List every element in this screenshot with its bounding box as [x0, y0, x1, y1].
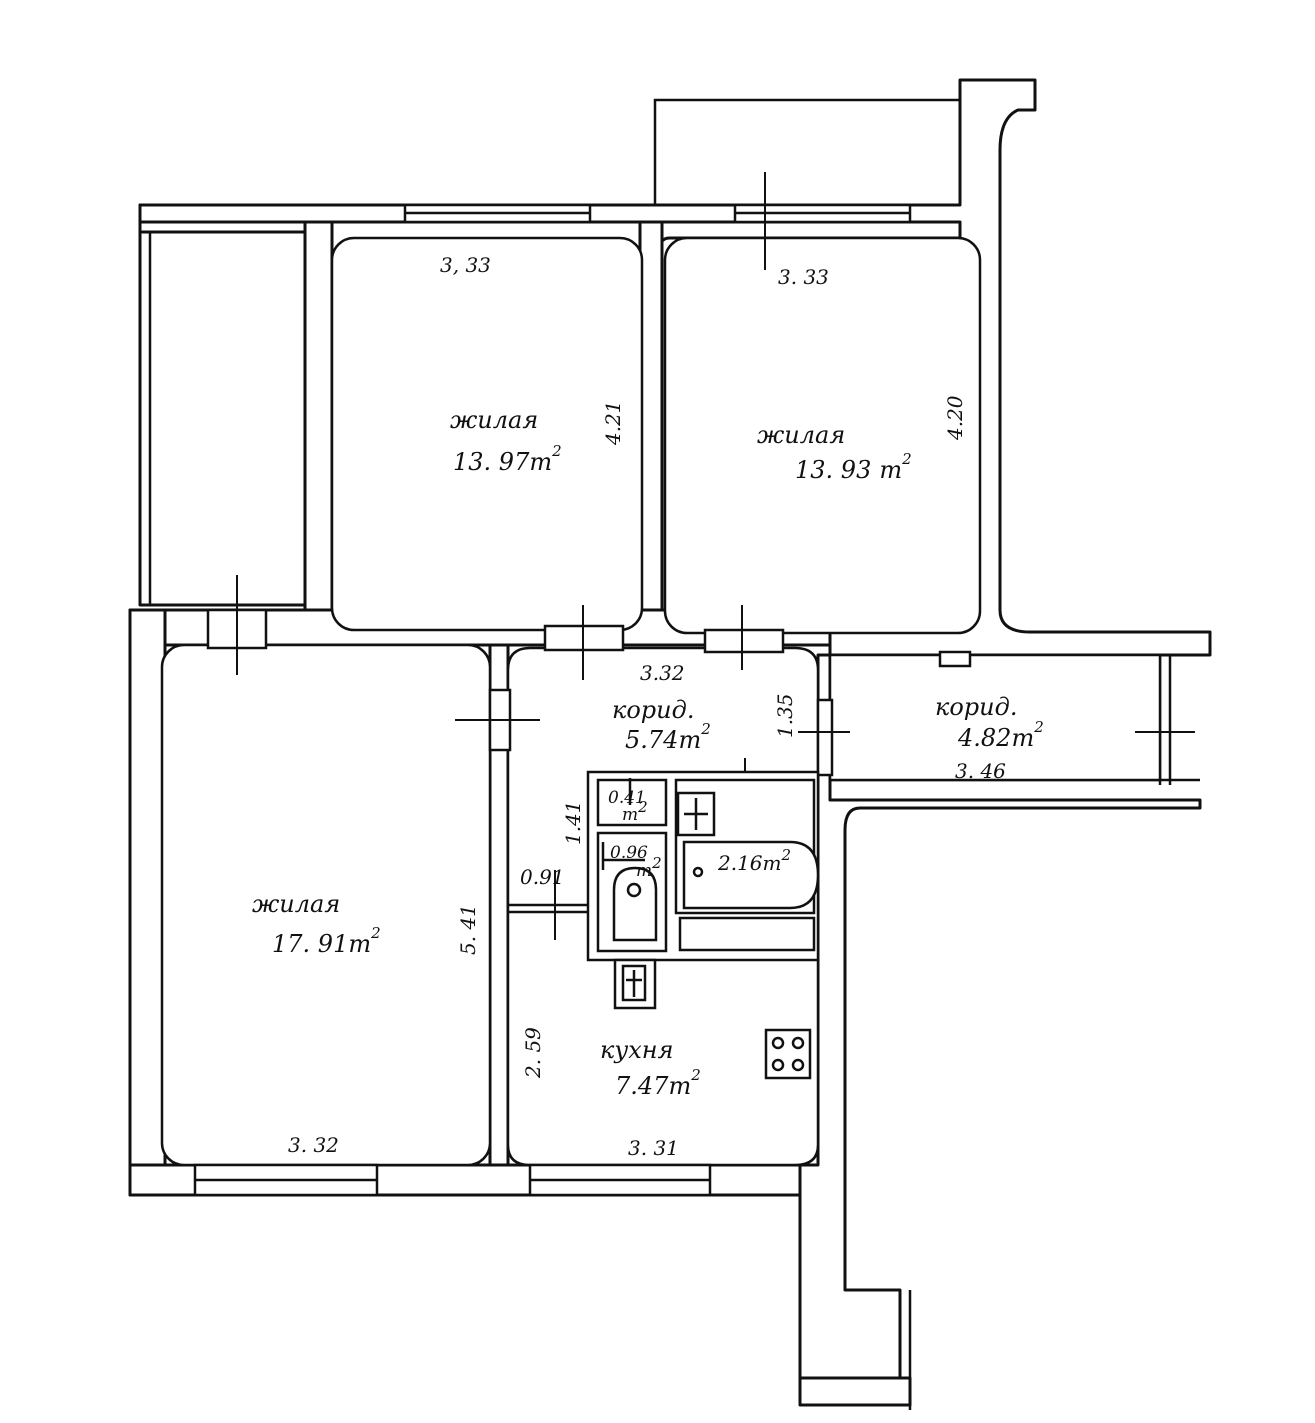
wall-left-top [138, 203, 307, 607]
room-area-wc-small: 0.41 [608, 788, 646, 808]
room-corridor-right [828, 653, 1162, 782]
room-area-toilet: 0.96 [610, 843, 648, 863]
dim-top-right-depth: 4.20 [943, 395, 967, 441]
wall-column-a [303, 220, 334, 614]
room-name-corridor-right: корид. [935, 693, 1017, 721]
room-name-living-top-left: жилая [450, 406, 538, 434]
room-area-corridor-right: 4.82m2 [957, 718, 1044, 752]
stove-icon [764, 1028, 812, 1080]
dim-kitchen-width: 3. 31 [628, 1136, 679, 1160]
vent-niche [938, 650, 972, 668]
dim-corridor-width: 3.32 [640, 661, 685, 685]
room-area-kitchen: 7.47m2 [615, 1066, 701, 1100]
windows [193, 203, 912, 1197]
wall-column-b [638, 220, 664, 644]
door-living-top-right [703, 628, 785, 654]
wc-small-room [596, 778, 668, 827]
room-area-bathroom: 2.16m2 [717, 846, 791, 875]
dim-toilet-width: 0.91 [520, 865, 565, 889]
wall-left-outer [128, 608, 167, 1197]
dim-bath-block-depth: 1.41 [561, 800, 585, 845]
shower-tray [678, 916, 816, 952]
room-unit-wc-small: m2 [622, 798, 648, 825]
toilet-seat-icon [626, 882, 642, 898]
dim-living-left-depth: 5. 41 [456, 904, 480, 955]
sanitary-block [586, 770, 820, 1010]
dim-top-right-width: 3. 33 [778, 265, 829, 289]
dim-kitchen-depth: 2. 59 [521, 1027, 545, 1079]
room-area-living-left: 17. 91m2 [272, 924, 381, 958]
bathtub-drain-icon [692, 866, 704, 878]
room-name-corridor-center: корид. [612, 696, 694, 724]
door-corridor-right [816, 698, 834, 777]
room-unit-toilet: m2 [636, 854, 662, 881]
room-area-corridor-center: 5.74m2 [625, 720, 711, 754]
dim-corridor-right-length: 3. 46 [955, 759, 1006, 783]
dim-living-left-width: 3. 32 [288, 1133, 339, 1157]
toilet-icon [612, 866, 658, 942]
dim-corridor-depth: 1.35 [773, 693, 797, 738]
wall-kitchen-right [798, 653, 1202, 1380]
dim-top-left-depth: 4.21 [601, 400, 625, 446]
bathtub-icon [682, 840, 820, 910]
room-area-living-top-left: 13. 97m2 [453, 442, 562, 476]
dim-top-left-width: 3, 33 [440, 253, 491, 277]
rooms [160, 236, 1162, 1167]
room-name-living-top-right: жилая [757, 421, 845, 449]
opening-marks [236, 172, 1195, 940]
room-name-living-left: жилая [252, 890, 340, 918]
wall-bottom [128, 1163, 912, 1407]
room-living-top-right [663, 236, 982, 635]
room-living-top-left [330, 236, 644, 632]
room-name-kitchen: кухня [600, 1036, 674, 1064]
